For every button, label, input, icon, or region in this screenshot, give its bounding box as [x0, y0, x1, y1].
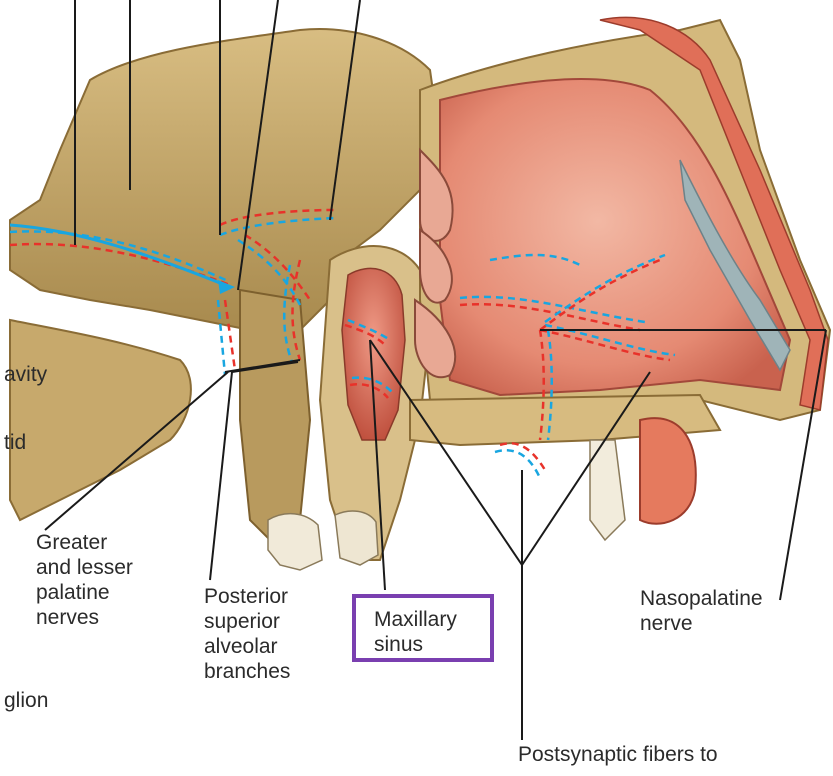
molar-tooth-1	[268, 514, 322, 570]
upper-lip	[640, 418, 696, 524]
label-parotid: tid	[4, 430, 26, 455]
label-maxillary-sinus: Maxillary sinus	[374, 607, 457, 657]
label-postsynaptic-fibers: Postsynaptic fibers to	[518, 742, 718, 767]
label-cavity: avity	[4, 362, 47, 387]
palatine-bone-left	[10, 320, 191, 520]
pterygoid-plate	[240, 290, 310, 540]
molar-tooth-2	[335, 511, 378, 565]
label-posterior-superior-alveolar: Posterior superior alveolar branches	[204, 584, 290, 684]
label-nasopalatine: Nasopalatine nerve	[640, 586, 763, 636]
label-greater-lesser-palatine: Greater and lesser palatine nerves	[36, 530, 133, 630]
label-ganglion: glion	[4, 688, 48, 713]
